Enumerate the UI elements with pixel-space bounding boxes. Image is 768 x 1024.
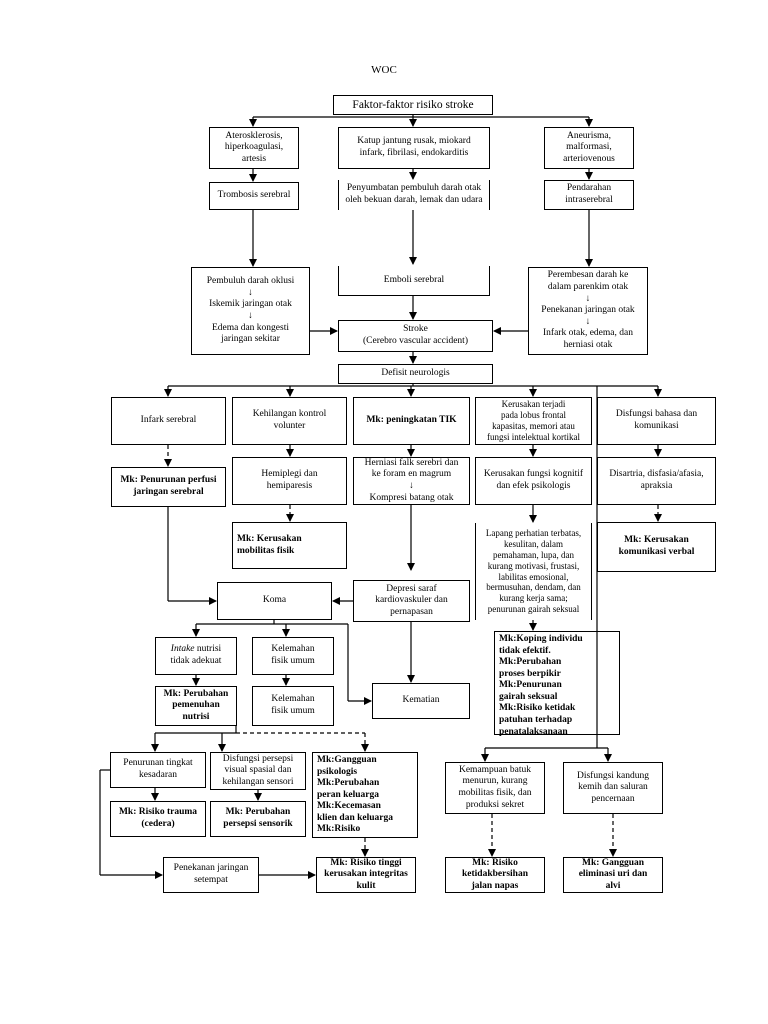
icp-box: Mk: peningkatan TIK — [353, 397, 470, 445]
weakness-box-1: Kelemahan fisik umum — [252, 637, 334, 675]
local-pressure-box: Penekanan jaringan setempat — [163, 857, 259, 893]
trauma-problem-box: Mk: Risiko trauma (cedera) — [110, 801, 206, 837]
atherosclerosis-box: Aterosklerosis, hiperkoagulasi, artesis — [209, 127, 299, 169]
neuro-deficit-box: Defisit neurologis — [338, 364, 493, 384]
nutrition-intake-box: Intake nutrisi tidak adekuat — [155, 637, 237, 675]
herniation-box: Herniasi falk serebri dan ke foram en ma… — [353, 457, 470, 505]
risk-factors-box: Faktor-faktor risiko stroke — [333, 95, 493, 115]
airway-problem-box: Mk: Risiko ketidakbersihan jalan napas — [445, 857, 545, 893]
nutrition-problem-box: Mk: Perubahan pemenuhan nutrisi — [155, 686, 237, 726]
depression-box: Depresi saraf kardiovaskuler dan pernapa… — [353, 580, 470, 622]
stroke-box: Stroke (Cerebro vascular accident) — [338, 320, 493, 352]
motor-control-box: Kehilangan kontrol volunter — [232, 397, 347, 445]
weakness-box-2: Kelemahan fisik umum — [252, 686, 334, 726]
consciousness-box: Penurunan tingkat kesadaran — [110, 752, 206, 788]
cerebral-embolism-box: Emboli serebral — [338, 266, 490, 296]
heart-valve-box: Katup jantung rusak, miokard infark, fib… — [338, 127, 490, 169]
hemiplegia-box: Hemiplegi dan hemiparesis — [232, 457, 347, 505]
blood-seepage-box: Perembesan darah ke dalam parenkim otak … — [528, 267, 648, 355]
thrombosis-box: Trombosis serebral — [209, 182, 299, 210]
elimination-problem-box: Mk: Gangguan eliminasi uri dan alvi — [563, 857, 663, 893]
coping-problem-box: Mk:Koping individu tidak efektif. Mk:Per… — [494, 631, 620, 737]
aneurysm-box: Aneurisma, malformasi, arteriovenous — [544, 127, 634, 169]
coma-box: Koma — [217, 582, 332, 620]
cerebral-infarct-box: Infark serebral — [111, 397, 226, 445]
mobility-problem-box: Mk: Kerusakan mobilitas fisik — [232, 522, 347, 569]
occlusion-box: Penyumbatan pembuluh darah otak oleh bek… — [338, 180, 490, 210]
diagram-title: WOC — [371, 64, 397, 76]
sensory-problem-box: Mk: Perubahan persepsi sensorik — [210, 801, 306, 837]
dysarthria-box: Disartria, disfasia/afasia, apraksia — [597, 457, 716, 505]
bladder-box: Disfungsi kandung kemih dan saluran penc… — [563, 762, 663, 814]
hemorrhage-box: Pendarahan intraserebral — [544, 180, 634, 210]
visual-perception-box: Disfungsi persepsi visual spasial dan ke… — [210, 752, 306, 790]
verbal-problem-box: Mk: Kerusakan komunikasi verbal — [597, 522, 716, 572]
attention-box: Lapang perhatian terbatas, kesulitan, da… — [475, 523, 592, 620]
skin-problem-box: Mk: Risiko tinggi kerusakan integritas k… — [316, 857, 416, 893]
psych-problem-box: Mk:Gangguan psikologis Mk:Perubahan pera… — [312, 752, 418, 838]
frontal-lobe-box: Kerusakan terjadi pada lobus frontal kap… — [475, 397, 592, 445]
perfusion-problem-box: Mk: Penurunan perfusi jaringan serebral — [111, 467, 226, 507]
cough-box: Kemampuan batuk menurun, kurang mobilita… — [445, 762, 545, 814]
cognitive-box: Kerusakan fungsi kognitif dan efek psiko… — [475, 457, 592, 505]
death-box: Kematian — [372, 683, 470, 719]
vessel-occlusion-box: Pembuluh darah oklusi ↓ Iskemik jaringan… — [191, 267, 310, 355]
